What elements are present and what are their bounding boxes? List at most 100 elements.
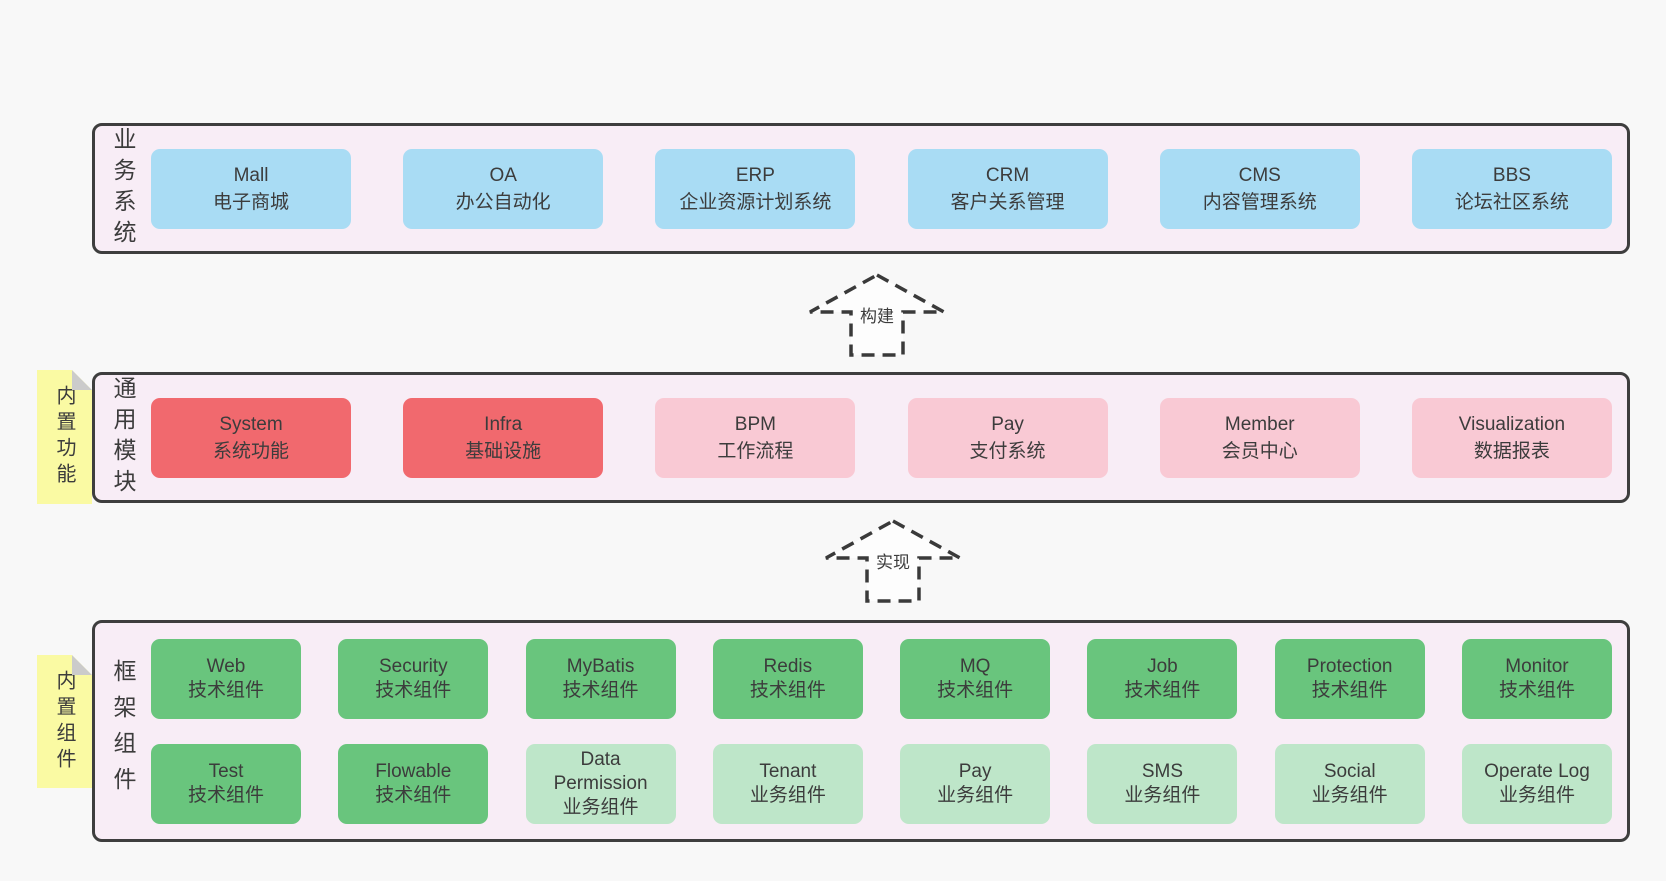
box-name: BBS: [1492, 164, 1531, 186]
layer-framework-components: 框架组件 Web 技术组件 Security 技术组件 MyBatis 技术组件…: [92, 620, 1630, 842]
box-name: MyBatis: [566, 655, 635, 677]
box-bbs: BBS 论坛社区系统: [1411, 148, 1612, 229]
box-mall: Mall 电子商城: [151, 148, 351, 229]
box-name: MQ: [959, 655, 991, 677]
box-name: Operate Log: [1484, 760, 1590, 782]
box-desc: 业务组件: [749, 784, 826, 806]
components-row-1: Web 技术组件 Security 技术组件 MyBatis 技术组件 Redi…: [151, 638, 1612, 719]
box-oa: OA 办公自动化: [403, 148, 604, 229]
box-name: Visualization: [1458, 413, 1566, 435]
box-name: BPM: [734, 413, 776, 435]
box-desc: 技术组件: [1124, 679, 1201, 701]
box-name: Test: [208, 760, 244, 782]
note-fold-icon: [72, 370, 92, 390]
box-visualization: Visualization 数据报表: [1411, 397, 1612, 478]
box-system: System 系统功能: [151, 397, 351, 478]
layer-modules-label: 通用模块: [110, 375, 136, 500]
box-flowable: Flowable 技术组件: [338, 743, 489, 824]
box-name: Protection: [1306, 655, 1393, 677]
layer-components-content: Web 技术组件 Security 技术组件 MyBatis 技术组件 Redi…: [151, 638, 1627, 824]
sticky-note-builtin-features: 内置功能: [37, 370, 92, 504]
box-name: ERP: [735, 164, 775, 186]
box-desc: 业务组件: [1124, 784, 1201, 806]
box-desc: 办公自动化: [455, 191, 551, 213]
box-name: Pay: [991, 413, 1024, 435]
layer-label-cell: 框架组件: [95, 623, 151, 839]
box-name: Tenant: [759, 760, 817, 782]
box-desc: 技术组件: [187, 679, 264, 701]
box-name: Infra: [484, 413, 523, 435]
box-name: Social: [1323, 760, 1376, 782]
box-pay: Pay 支付系统: [907, 397, 1108, 478]
box-name: Monitor: [1505, 655, 1569, 677]
box-desc: 技术组件: [375, 679, 452, 701]
arrow-build-label: 构建: [857, 302, 897, 327]
box-protection: Protection 技术组件: [1274, 638, 1425, 719]
layer-components-label: 框架组件: [110, 659, 136, 803]
box-member: Member 会员中心: [1159, 397, 1360, 478]
box-desc: 系统功能: [212, 440, 289, 462]
box-name: Flowable: [375, 760, 452, 782]
layer-label-cell: 通用模块: [95, 375, 151, 500]
box-desc: 技术组件: [562, 679, 639, 701]
box-test: Test 技术组件: [151, 743, 301, 824]
up-arrow-build: 构建: [806, 272, 948, 358]
box-job: Job 技术组件: [1087, 638, 1238, 719]
box-desc: 技术组件: [1498, 679, 1575, 701]
box-pay-component: Pay 业务组件: [900, 743, 1051, 824]
box-name: System: [219, 413, 283, 435]
box-desc: 基础设施: [465, 440, 542, 462]
box-name: Web: [206, 655, 246, 677]
box-desc: 会员中心: [1221, 440, 1298, 462]
layer-business-label: 业务系统: [110, 126, 136, 251]
box-desc: 业务组件: [1311, 784, 1388, 806]
sticky-note-text: 内置功能: [53, 385, 75, 489]
box-bpm: BPM 工作流程: [655, 397, 856, 478]
sticky-note-text: 内置组件: [53, 669, 75, 774]
box-redis: Redis 技术组件: [712, 638, 863, 719]
box-mq: MQ 技术组件: [900, 638, 1051, 719]
box-cms: CMS 内容管理系统: [1159, 148, 1360, 229]
note-fold-icon: [72, 655, 92, 675]
box-name: Member: [1224, 413, 1295, 435]
box-desc: 客户关系管理: [950, 191, 1065, 213]
box-name: SMS: [1141, 760, 1183, 782]
layer-business-systems: 业务系统 Mall 电子商城 OA 办公自动化 ERP 企业资源计划系统 CRM…: [92, 123, 1630, 254]
box-desc: 技术组件: [187, 784, 264, 806]
box-desc: 业务组件: [562, 796, 639, 818]
box-name: Data Permission: [553, 748, 648, 794]
components-row-2: Test 技术组件 Flowable 技术组件 Data Permission …: [151, 743, 1612, 824]
box-desc: 企业资源计划系统: [679, 191, 832, 213]
box-desc: 业务组件: [937, 784, 1014, 806]
box-data-permission: Data Permission 业务组件: [525, 743, 676, 824]
box-desc: 内容管理系统: [1202, 191, 1317, 213]
box-name: Pay: [958, 760, 992, 782]
box-sms: SMS 业务组件: [1087, 743, 1238, 824]
box-name: Job: [1147, 655, 1178, 677]
layer-modules-content: System 系统功能 Infra 基础设施 BPM 工作流程 Pay 支付系统…: [151, 397, 1627, 478]
box-social: Social 业务组件: [1274, 743, 1425, 824]
layer-business-content: Mall 电子商城 OA 办公自动化 ERP 企业资源计划系统 CRM 客户关系…: [151, 148, 1627, 229]
box-desc: 技术组件: [749, 679, 826, 701]
box-desc: 论坛社区系统: [1454, 191, 1569, 213]
sticky-note-builtin-components: 内置组件: [37, 655, 92, 788]
box-name: OA: [489, 164, 517, 186]
box-infra: Infra 基础设施: [403, 397, 604, 478]
box-desc: 工作流程: [717, 440, 794, 462]
box-name: CRM: [985, 164, 1030, 186]
box-name: Mall: [233, 164, 269, 186]
box-desc: 电子商城: [212, 191, 289, 213]
box-erp: ERP 企业资源计划系统: [655, 148, 856, 229]
box-desc: 技术组件: [1311, 679, 1388, 701]
box-name: Redis: [763, 655, 813, 677]
box-monitor: Monitor 技术组件: [1461, 638, 1612, 719]
arrow-implement-label: 实现: [873, 548, 913, 573]
box-desc: 支付系统: [969, 440, 1046, 462]
box-desc: 技术组件: [937, 679, 1014, 701]
box-web: Web 技术组件: [151, 638, 301, 719]
box-operate-log: Operate Log 业务组件: [1461, 743, 1612, 824]
box-desc: 数据报表: [1473, 440, 1550, 462]
box-security: Security 技术组件: [338, 638, 489, 719]
box-tenant: Tenant 业务组件: [712, 743, 863, 824]
box-desc: 业务组件: [1498, 784, 1575, 806]
